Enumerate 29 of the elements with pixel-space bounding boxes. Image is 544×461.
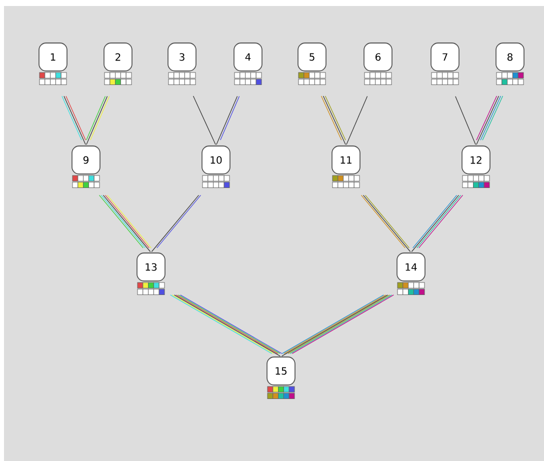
connector-bundle — [320, 96, 346, 145]
connector-bundle — [411, 194, 464, 252]
tree-node: 15 — [266, 356, 296, 386]
connector-bundle — [282, 294, 394, 356]
connector-bundle — [62, 96, 86, 145]
connector-bundle — [216, 96, 240, 145]
tree-node: 1 — [38, 42, 68, 72]
tree-node: 8 — [496, 42, 524, 72]
connector-bundle — [476, 96, 504, 145]
tree-node: 13 — [136, 252, 166, 282]
tree-node: 9 — [72, 146, 100, 174]
tree-node: 7 — [430, 42, 460, 72]
tree-node: 6 — [364, 42, 392, 72]
connector-bundle — [360, 194, 411, 252]
connector-bundle — [98, 194, 152, 252]
connector-bundle — [86, 96, 110, 145]
connector-bundle — [192, 96, 216, 145]
tree-node: 14 — [396, 252, 426, 282]
connector-bundle — [151, 194, 202, 252]
connector-bundle — [346, 96, 368, 145]
tree-node: 12 — [462, 146, 490, 174]
tree-node: 2 — [104, 42, 132, 72]
tree-node: 4 — [234, 42, 262, 72]
tree-node: 11 — [332, 146, 360, 174]
connector-bundle — [455, 96, 476, 145]
tree-node: 5 — [298, 42, 326, 72]
tree-node: 10 — [202, 146, 230, 174]
connector-bundle — [170, 294, 282, 356]
tree-node: 3 — [168, 42, 196, 72]
